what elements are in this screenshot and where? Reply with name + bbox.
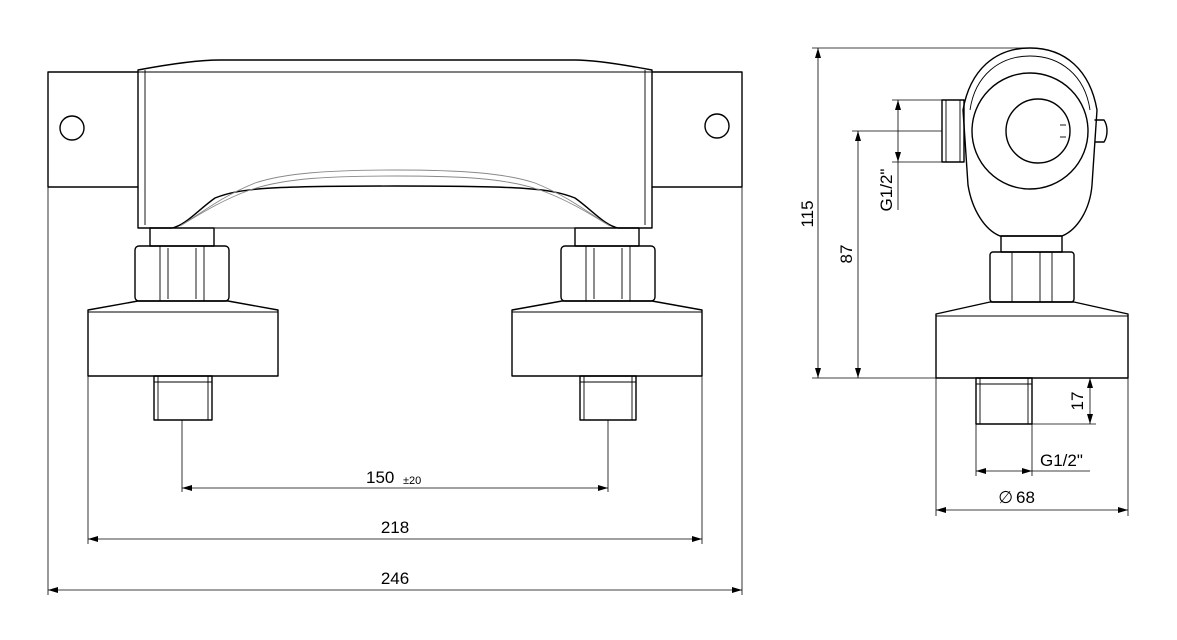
inlet-thread-label: G1/2" (1040, 451, 1083, 470)
left-inlet-connector (87, 227, 279, 421)
front-view: 150 ±20 218 246 (47, 59, 743, 595)
right-mounting-hole (704, 113, 730, 139)
dimension-connector-length: 17 (1032, 378, 1096, 425)
left-mounting-bracket (47, 71, 139, 188)
overall-width-label: 246 (381, 569, 409, 588)
right-mounting-bracket (651, 71, 743, 188)
dimension-inlet-spacing: 150 ±20 (181, 420, 609, 492)
dimension-outlet-height: 87 (837, 130, 942, 378)
dimension-overall-height: 115 (798, 47, 1030, 379)
side-body (941, 47, 1108, 253)
right-inlet-connector (511, 227, 703, 421)
inlet-spacing-label: 150 (366, 468, 394, 487)
inlet-tolerance-label: ±20 (403, 475, 421, 487)
dimension-base-diameter: ∅ 68 (935, 378, 1129, 516)
overall-height-label: 115 (798, 200, 817, 227)
connector-length-label: 17 (1068, 392, 1087, 411)
base-width-label: 218 (381, 518, 409, 537)
side-connector (935, 251, 1129, 425)
diameter-symbol: ∅ (998, 488, 1013, 507)
left-mounting-hole (59, 115, 85, 141)
dimension-overall-width: 246 (47, 187, 743, 595)
outlet-circle-inner (1005, 98, 1071, 164)
dimension-outlet-thread: G1/2" (877, 99, 942, 212)
outlet-height-label: 87 (837, 245, 856, 264)
base-diameter-label: 68 (1016, 488, 1035, 507)
valve-body (137, 59, 653, 229)
dimension-inlet-thread: G1/2" (975, 424, 1090, 476)
outlet-thread-label: G1/2" (877, 169, 896, 212)
dimension-base-width: 218 (87, 376, 703, 544)
outlet-circle-outer (971, 72, 1089, 190)
side-view: 115 87 G1/2" 17 (798, 47, 1129, 516)
